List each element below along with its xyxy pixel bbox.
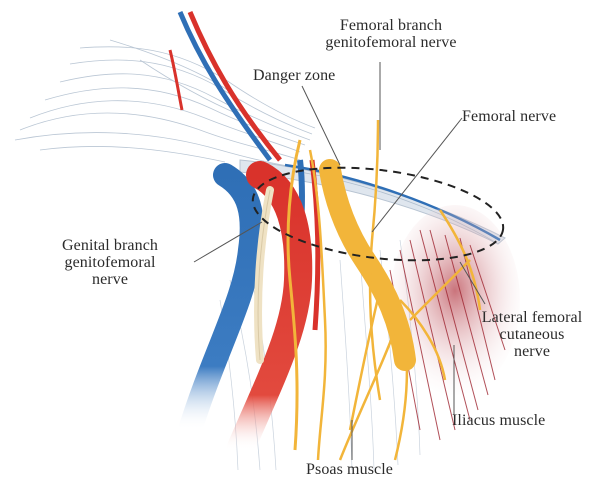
label-iliacus: Iliacus muscle [452, 412, 545, 429]
label-femoral-branch: Femoral branch genitofemoral nerve [316, 17, 466, 51]
label-danger-zone: Danger zone [253, 67, 335, 84]
label-lateral-femoral: Lateral femoral cutaneous nerve [466, 309, 598, 360]
label-genital-branch: Genital branch genitofemoral nerve [30, 237, 190, 288]
label-psoas: Psoas muscle [306, 461, 393, 478]
label-femoral-nerve: Femoral nerve [462, 108, 556, 125]
